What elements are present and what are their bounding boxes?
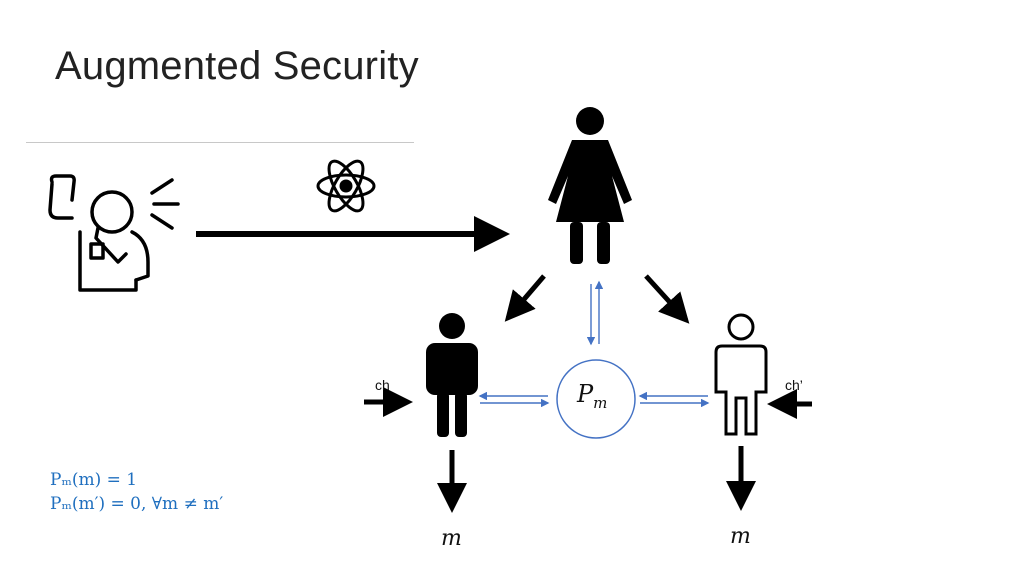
atom-icon <box>316 159 376 213</box>
man-outline-icon <box>714 313 768 436</box>
program-label-base: P <box>577 380 594 408</box>
right-channel-label: ch’ <box>785 377 803 393</box>
left-channel-label: ch <box>375 377 390 393</box>
title-underline <box>26 142 414 143</box>
man-filled-icon <box>426 313 478 437</box>
left-output-label: m <box>441 526 462 551</box>
equation-line-2: Pₘ(m′) = 0, ∀m ≠ m′ <box>50 494 224 514</box>
program-label: Pm <box>577 380 607 412</box>
dealer-to-right-arrow <box>644 274 690 324</box>
blue-communication-arrows <box>478 280 710 408</box>
slide-title: Augmented Security <box>55 44 419 88</box>
program-label-subscript: m <box>593 393 608 412</box>
dealer-to-left-arrow <box>504 274 546 322</box>
right-output-label: m <box>730 524 751 549</box>
equation-line-1: Pₘ(m) = 1 <box>50 470 138 490</box>
referee-whistle-icon <box>48 174 180 292</box>
woman-icon <box>548 107 632 264</box>
program-circle <box>556 359 636 439</box>
